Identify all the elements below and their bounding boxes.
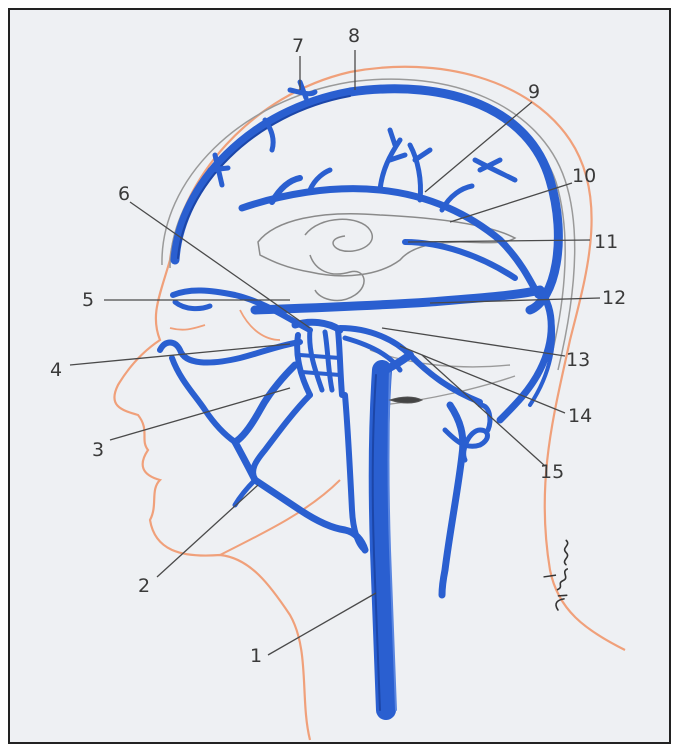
leader-lines [70, 50, 600, 655]
leader-15 [422, 355, 545, 466]
label-4: 4 [50, 359, 62, 381]
petrous-bone-shadow [390, 397, 422, 403]
jaw-outline [220, 480, 340, 555]
skull-outline-inner [170, 87, 565, 362]
superior-petrosal-sinus [340, 328, 480, 402]
label-1: 1 [250, 645, 262, 667]
superior-sagittal-sinus [175, 89, 558, 310]
cavernous-sinus-plexus [295, 322, 342, 395]
external-jugular-network [235, 442, 365, 550]
facial-bone-outline [170, 310, 280, 340]
label-12: 12 [602, 287, 626, 309]
label-6: 6 [118, 183, 130, 205]
label-15: 15 [540, 461, 564, 483]
label-9: 9 [528, 81, 540, 103]
inferior-sagittal-branch-5 [442, 186, 472, 210]
cerebral-venous-drainage-drawing: 1 2 3 4 5 6 7 8 9 10 11 12 13 14 15 [10, 10, 669, 742]
ventricle-outline [305, 219, 372, 300]
artist-signature [538, 538, 576, 611]
leader-1 [268, 593, 376, 655]
inferior-sagittal-branch-3 [380, 130, 405, 190]
inferior-sagittal-branch-4 [410, 145, 430, 200]
straight-sinus [255, 290, 540, 310]
label-2: 2 [138, 575, 150, 597]
facial-vein-descending [172, 358, 235, 442]
label-5: 5 [82, 289, 94, 311]
venous-system [160, 82, 558, 710]
label-14: 14 [568, 405, 592, 427]
label-7: 7 [292, 35, 304, 57]
label-10: 10 [572, 165, 596, 187]
anterior-jugular-connection [345, 395, 365, 550]
pterygoid-plexus [235, 365, 295, 442]
label-11: 11 [594, 231, 618, 253]
illustration-frame: 1 2 3 4 5 6 7 8 9 10 11 12 13 14 15 [8, 8, 671, 744]
external-jugular-branch [235, 480, 255, 505]
internal-jugular-vein [379, 370, 386, 710]
label-3: 3 [92, 439, 104, 461]
cortical-vein-3 [475, 160, 515, 180]
ophthalmic-branch [175, 302, 210, 309]
label-13: 13 [566, 349, 590, 371]
occipital-vein-loop [445, 430, 488, 460]
label-8: 8 [348, 25, 360, 47]
